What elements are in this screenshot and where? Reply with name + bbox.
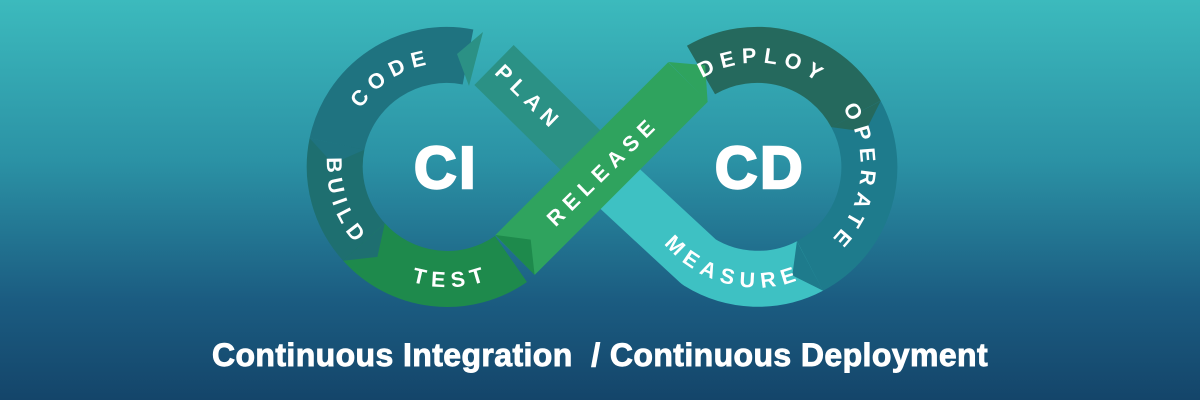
plan-to-code-chevron-icon [457, 32, 483, 86]
segment-test-arc [343, 222, 527, 307]
operate-to-measure-chevron-icon [792, 241, 824, 291]
segment-release-band [495, 62, 708, 275]
caption: Continuous Integration / Continuous Depl… [212, 337, 988, 373]
release-arrow-tip [668, 62, 708, 102]
cd-label: CD [715, 135, 805, 201]
build-to-test-chevron-icon [343, 223, 385, 261]
code-to-build-chevron-icon [309, 138, 365, 164]
deploy-to-operate-chevron-icon [831, 100, 881, 132]
segment-code-arc [309, 27, 474, 151]
segment-deploy-arc [686, 26, 881, 129]
ci-label: CI [414, 135, 478, 201]
segment-operate-arc [796, 100, 898, 291]
test-to-release-chevron-icon [495, 235, 535, 275]
